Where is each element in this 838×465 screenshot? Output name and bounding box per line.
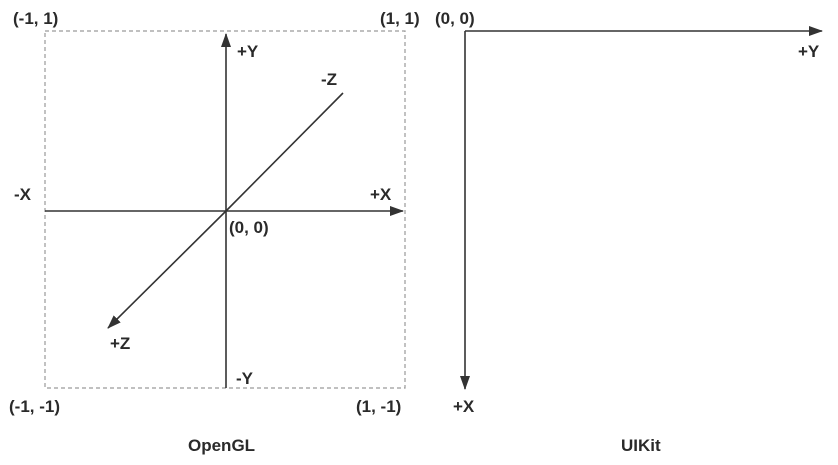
uikit-pos-y-label: +Y [798, 42, 820, 61]
uikit-pos-x-label: +X [453, 397, 475, 416]
opengl-pos-z-label: +Z [110, 334, 131, 353]
opengl-corner-top-left: (-1, 1) [13, 9, 59, 28]
opengl-origin-label: (0, 0) [229, 218, 269, 237]
opengl-ndc-frame [44, 30, 406, 389]
opengl-pos-x-label: +X [370, 185, 392, 204]
opengl-z-axis-negative [225, 92, 344, 212]
opengl-neg-z-label: -Z [321, 70, 338, 89]
uikit-caption: UIKit [621, 436, 661, 455]
opengl-corner-bottom-right: (1, -1) [356, 397, 402, 416]
opengl-caption: OpenGL [188, 436, 256, 455]
opengl-corner-bottom-left: (-1, -1) [9, 397, 60, 416]
uikit-origin-label: (0, 0) [435, 9, 475, 28]
opengl-z-axis-positive [107, 210, 227, 329]
opengl-corner-top-right: (1, 1) [380, 9, 420, 28]
opengl-neg-y-label: -Y [236, 369, 253, 388]
opengl-pos-y-label: +Y [237, 42, 259, 61]
opengl-neg-x-label: -X [14, 185, 31, 204]
